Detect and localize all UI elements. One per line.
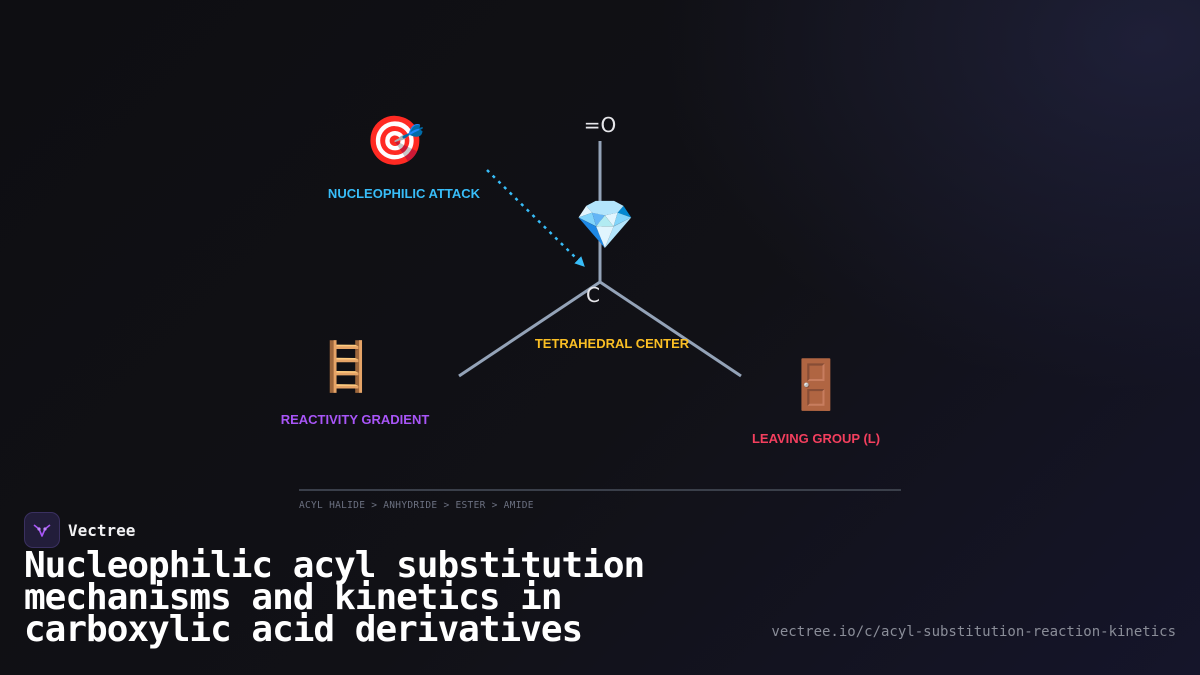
oxygen-atom: =O xyxy=(583,113,617,137)
reactivity-scale-line xyxy=(299,489,901,491)
tetrahedral-center-label: TETRAHEDRAL CENTER xyxy=(534,336,690,351)
carbon-atom: C xyxy=(586,283,600,307)
reactivity-gradient-label: REACTIVITY GRADIENT xyxy=(280,412,430,427)
leaving-group-label: LEAVING GROUP (L) xyxy=(751,431,881,446)
dart-target-icon: 🎯 xyxy=(365,115,425,168)
left-bond xyxy=(458,280,601,378)
attack-arrow xyxy=(486,169,585,267)
vectree-logo-icon xyxy=(24,512,60,548)
page-url[interactable]: vectree.io/c/acyl-substitution-reaction-… xyxy=(771,624,1176,640)
brand-name: Vectree xyxy=(68,520,136,540)
brand: Vectree xyxy=(24,512,135,548)
nucleophilic-attack-label: NUCLEOPHILIC ATTACK xyxy=(327,186,481,201)
right-bond xyxy=(599,280,742,378)
page-title: Nucleophilic acyl substitution mechanism… xyxy=(24,545,645,650)
reactivity-scale-text: ACYL HALIDE > ANHYDRIDE > ESTER > AMIDE xyxy=(299,500,534,511)
gem-icon: 💎 xyxy=(575,199,635,252)
door-icon: 🚪 xyxy=(786,359,846,412)
ladder-icon: 🪜 xyxy=(316,341,376,394)
